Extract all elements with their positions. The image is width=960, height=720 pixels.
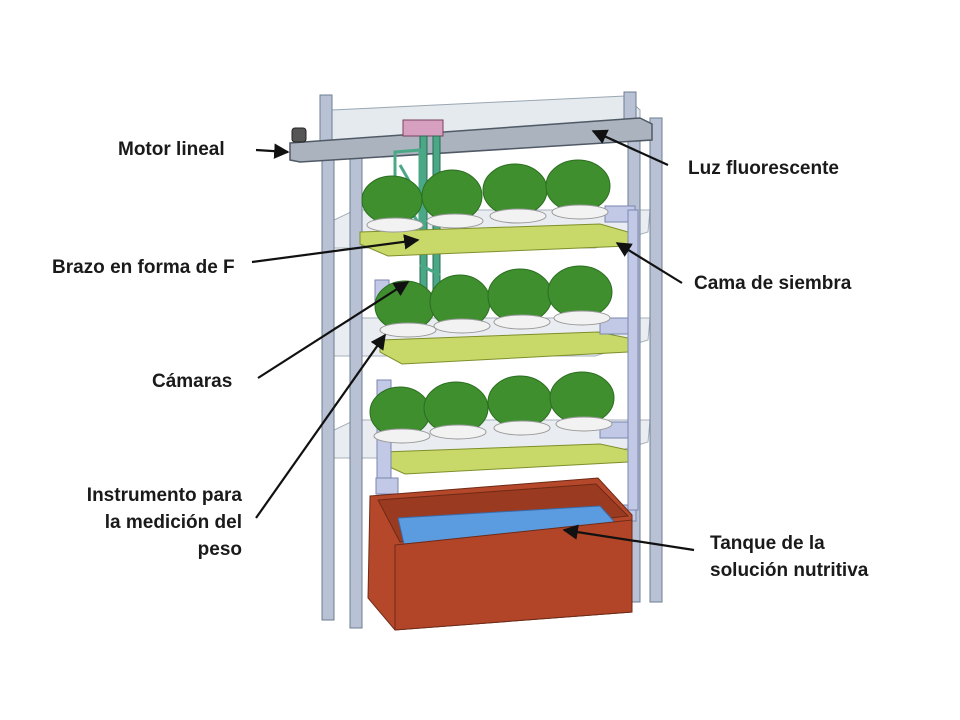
- arrow-instrumento: [255, 333, 386, 519]
- label-cama-siembra: Cama de siembra: [694, 273, 852, 294]
- arrow-brazo: [251, 234, 420, 264]
- arrow-motor-lineal: [255, 143, 290, 159]
- trays: [359, 223, 629, 475]
- nutrient-tank: [367, 477, 633, 631]
- label-tanque-line-2: solución nutritiva: [710, 560, 869, 581]
- plants: [361, 159, 615, 438]
- label-tanque-line-1: Tanque de la: [710, 533, 825, 554]
- label-luz-fluorescente: Luz fluorescente: [688, 158, 839, 179]
- pointer-arrows: [251, 129, 695, 552]
- label-instrumento: Instrumento para la medición del peso: [66, 482, 242, 563]
- label-brazo: Brazo en forma de F: [52, 257, 235, 278]
- arrow-camaras: [257, 281, 410, 379]
- label-instrumento-line-2: la medición del: [104, 512, 242, 533]
- plant-pots: [366, 204, 613, 444]
- label-camaras: Cámaras: [152, 371, 233, 392]
- label-instrumento-line-3: peso: [197, 539, 242, 560]
- label-tanque: Tanque de la solución nutritiva: [710, 530, 868, 584]
- label-instrumento-line-1: Instrumento para: [86, 485, 242, 506]
- arrow-tanque: [562, 524, 695, 552]
- linear-motor-rail: [289, 117, 653, 163]
- arrow-cama-siembra: [615, 242, 683, 284]
- label-motor-lineal: Motor lineal: [118, 139, 225, 160]
- arrow-luz-fluorescente: [591, 129, 669, 167]
